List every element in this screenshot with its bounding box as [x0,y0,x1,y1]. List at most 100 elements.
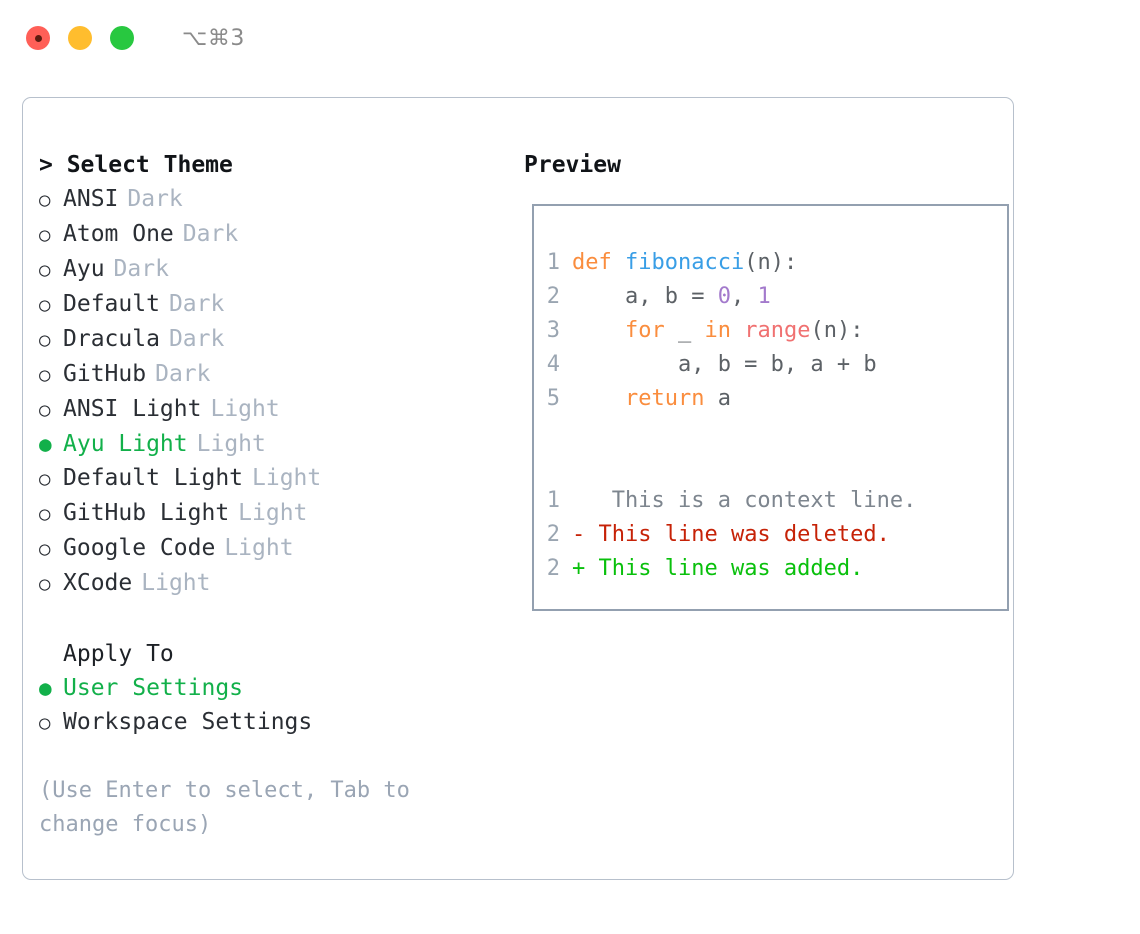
diff-marker [572,488,585,513]
code-token-pl: a, b = b, a + b [572,352,877,377]
radio-selected-icon: ● [39,432,52,456]
window-controls [26,26,134,50]
code-line: 4 a, b = b, a + b [534,348,1007,382]
diff-line-text: This line was added. [585,556,864,581]
code-line-content: a, b = 0, 1 [572,280,771,314]
radio-unselected-icon: ○ [39,294,51,316]
code-token-num: 1 [757,284,771,309]
radio-unselected-icon: ○ [39,712,51,734]
diff-line-content: + This line was added. [572,552,863,586]
diff-line-text: This line was deleted. [585,522,890,547]
apply-to-option-user-settings[interactable]: ●User Settings [39,671,501,705]
code-token-pl [572,386,625,411]
theme-option-ayu[interactable]: ○ Ayu Dark [39,252,501,287]
theme-option-label: XCode [63,570,133,596]
code-token-fn: fibonacci [625,250,745,275]
theme-option-default[interactable]: ○ Default Dark [39,287,501,322]
code-token-pl: (n): [744,250,798,275]
code-line-number: 1 [546,250,560,275]
code-line-number: 5 [546,386,560,411]
spacer [39,601,501,637]
theme-option-tag: Light [252,465,322,491]
code-line-number: 4 [546,352,560,377]
zoom-button-icon[interactable] [110,26,134,50]
diff-line-add: 2 + This line was added. [534,552,1007,586]
theme-option-tag: Dark [113,256,169,282]
apply-to-heading: Apply To [63,641,174,667]
theme-option-label: Ayu [63,256,105,282]
select-theme-heading: > Select Theme [39,152,233,178]
diff-line-number: 1 [546,488,560,513]
code-line: 3 for _ in range(n): [534,314,1007,348]
code-token-kw: return [624,386,705,411]
spacer [534,416,1007,450]
code-line-content: a, b = b, a + b [572,348,877,382]
code-token-pl: (n): [810,318,864,343]
code-token-pl: a [704,386,731,411]
theme-option-tag: Dark [155,361,211,387]
theme-option-label: Dracula [63,326,160,352]
minimize-button-icon[interactable] [68,26,92,50]
theme-option-label: Default [63,291,160,317]
code-token-kw: for [624,318,665,343]
theme-option-label: ANSI [63,186,119,212]
theme-option-label: Default Light [63,465,244,491]
diff-line-del: 2- This line was deleted. [534,518,1007,552]
code-token-pl: a, b = [572,284,718,309]
theme-option-tag: Dark [168,326,225,352]
diff-sample: 1 This is a context line.2- This line wa… [534,484,1007,586]
code-line-content: return a [572,382,731,416]
keyboard-hint-text: (Use Enter to select, Tab to change focu… [39,778,410,837]
apply-to-option-workspace-settings[interactable]: ○ Workspace Settings [39,705,501,740]
diff-line-text: This is a context line. [585,488,917,513]
code-token-call: range [744,318,811,343]
radio-unselected-icon: ○ [39,259,51,281]
theme-option-tag: Light [238,500,308,526]
keyboard-shortcut-label: ⌥⌘3 [182,25,245,51]
theme-option-tag: Dark [168,291,225,317]
theme-option-tag: Light [210,396,280,422]
theme-option-default-light[interactable]: ○ Default Light Light [39,461,501,496]
code-token-pl [572,318,625,343]
code-token-kw: in [704,318,731,343]
code-token-pl [731,318,744,343]
code-line-number: 3 [546,318,560,343]
diff-marker: - [572,522,586,547]
diff-line-number: 2 [546,556,560,581]
apply-to-option-label: Workspace Settings [63,709,313,735]
code-token-pl [612,250,625,275]
theme-option-ayu-light[interactable]: ● Ayu Light Light [39,427,501,461]
title-bar: ⌥⌘3 [0,0,1140,76]
spacer [534,450,1007,484]
theme-option-tag: Light [141,570,211,596]
code-token-pl: , [730,284,758,309]
radio-unselected-icon: ○ [39,538,51,560]
code-line-content: def fibonacci(n): [572,246,797,280]
radio-unselected-icon: ○ [39,329,51,351]
preview-heading: Preview [524,152,621,178]
diff-marker: + [572,556,586,581]
theme-option-dracula[interactable]: ○ Dracula Dark [39,322,501,357]
radio-unselected-icon: ○ [39,503,51,525]
close-button-icon[interactable] [26,26,50,50]
radio-unselected-icon: ○ [39,468,51,490]
theme-option-tag: Dark [127,186,183,212]
theme-option-label: Ayu Light [63,431,188,457]
code-token-pl: _ [664,318,705,343]
diff-line-ctx: 1 This is a context line. [534,484,1007,518]
theme-option-tag: Light [196,431,266,457]
radio-unselected-icon: ○ [39,224,51,246]
